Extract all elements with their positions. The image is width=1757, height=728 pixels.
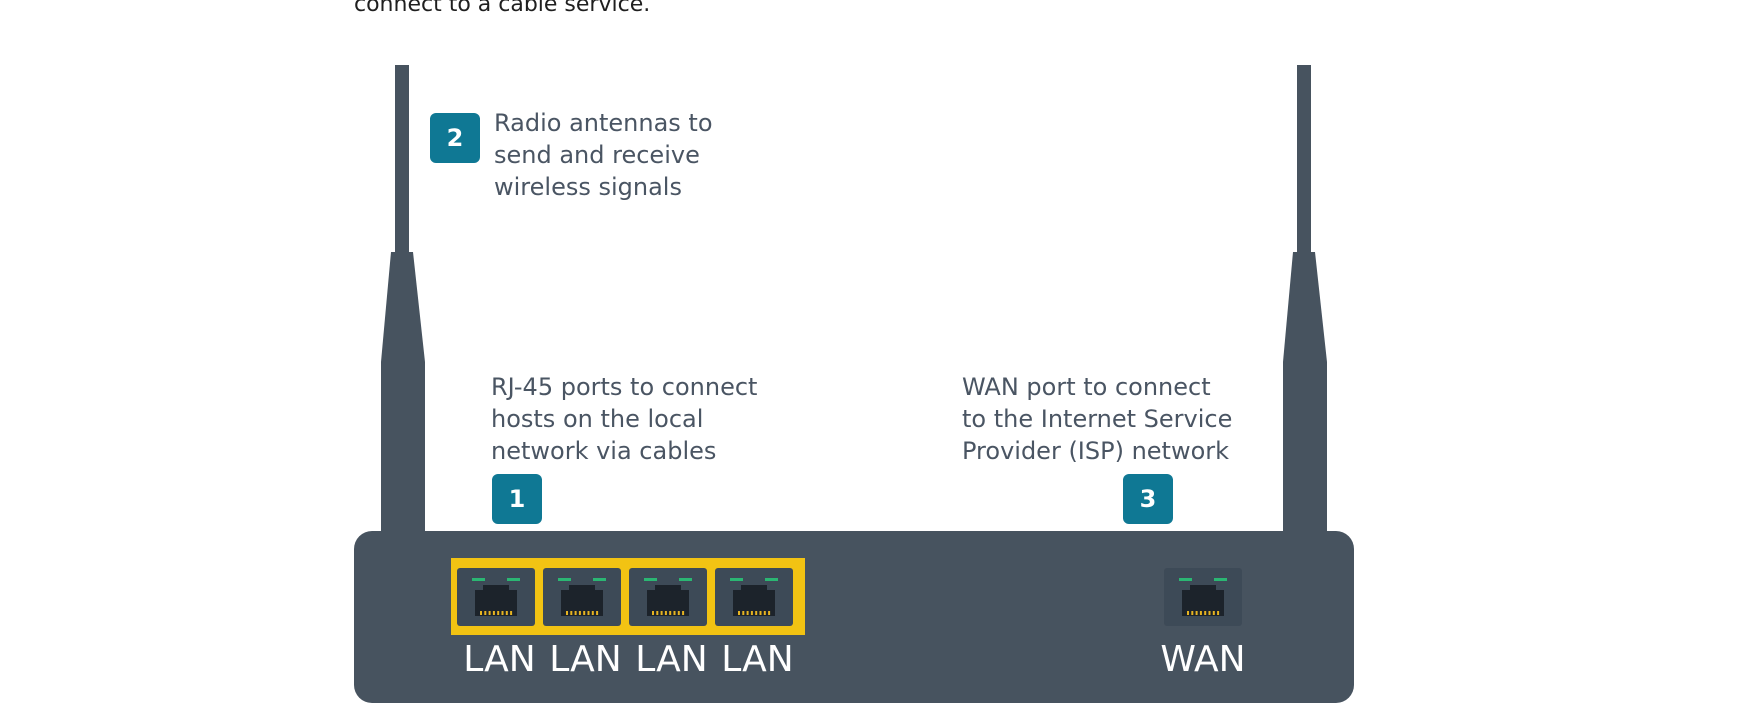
- callout-badge-2: 2: [430, 113, 480, 163]
- port-led: [679, 578, 692, 581]
- callout-line: Radio antennas to: [494, 109, 713, 137]
- lan-port: [457, 568, 535, 626]
- port-socket: [1182, 585, 1224, 616]
- lan-port: [715, 568, 793, 626]
- port-socket: [475, 585, 517, 616]
- callout-line: to the Internet Service: [962, 405, 1233, 433]
- lan-label: LAN: [549, 639, 622, 680]
- callout-badge-1: 1: [492, 474, 542, 524]
- lan-label: LAN: [635, 639, 708, 680]
- callout-badge-3: 3: [1123, 474, 1173, 524]
- port-socket: [733, 585, 775, 616]
- port-led: [730, 578, 743, 581]
- port-led: [472, 578, 485, 581]
- port-led: [1214, 578, 1227, 581]
- callout-line: send and receive: [494, 141, 700, 169]
- callout-text-antennas: Radio antennas to send and receive wirel…: [494, 107, 713, 203]
- callout-line: hosts on the local: [491, 405, 704, 433]
- callout-line: network via cables: [491, 437, 717, 465]
- port-led: [765, 578, 778, 581]
- lan-port: [543, 568, 621, 626]
- callout-line: Provider (ISP) network: [962, 437, 1230, 465]
- intro-text: connect to a cable service.: [354, 0, 651, 17]
- lan-label: LAN: [721, 639, 794, 680]
- port-led: [558, 578, 571, 581]
- wan-port: [1164, 568, 1242, 626]
- port-led: [1179, 578, 1192, 581]
- right-antenna: [1283, 65, 1327, 540]
- port-socket: [561, 585, 603, 616]
- callout-text-lan: RJ-45 ports to connect hosts on the loca…: [491, 371, 757, 467]
- callout-line: RJ-45 ports to connect: [491, 373, 758, 401]
- callout-line: wireless signals: [494, 173, 682, 201]
- lan-port: [629, 568, 707, 626]
- port-led: [507, 578, 520, 581]
- callout-text-wan: WAN port to connect to the Internet Serv…: [962, 371, 1232, 467]
- left-antenna: [381, 65, 425, 540]
- wan-label: WAN: [1160, 639, 1246, 680]
- port-led: [644, 578, 657, 581]
- port-led: [593, 578, 606, 581]
- callout-line: WAN port to connect: [962, 373, 1211, 401]
- lan-label: LAN: [463, 639, 536, 680]
- port-socket: [647, 585, 689, 616]
